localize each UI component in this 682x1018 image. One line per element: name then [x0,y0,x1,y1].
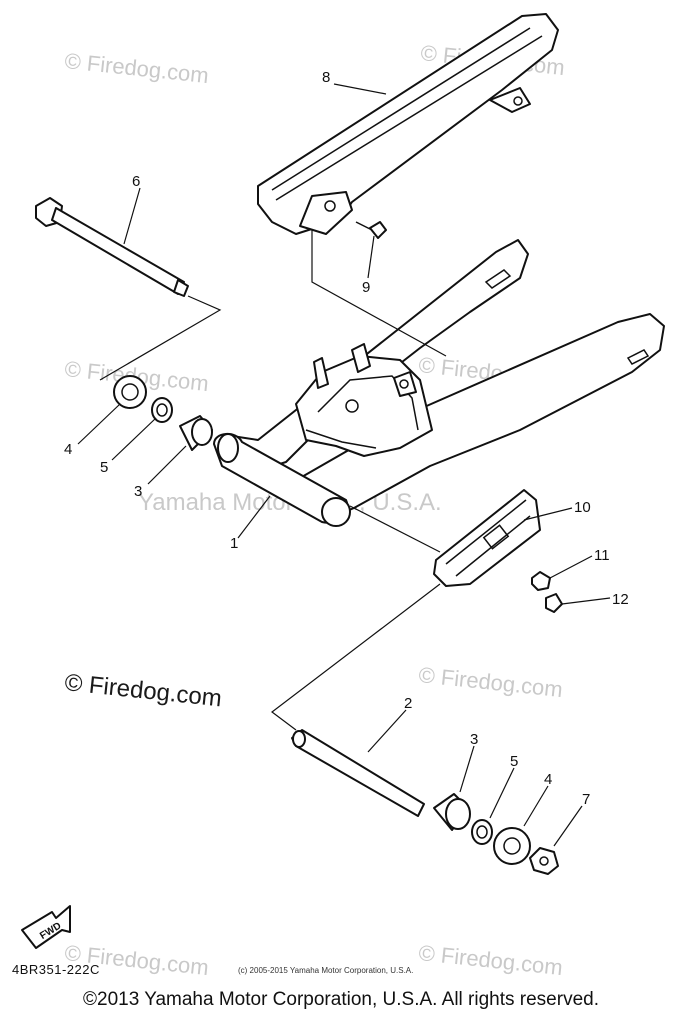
callout-label: 5 [100,459,108,476]
callout-label: 11 [594,547,610,564]
callout-label: 6 [132,173,140,190]
callout-label: 9 [362,279,370,296]
callout-label: 4 [544,771,552,788]
footer-copyright: ©2013 Yamaha Motor Corporation, U.S.A. A… [83,989,599,1010]
left-bushing-set [113,375,213,451]
fwd-arrow-icon: FWD [21,905,71,949]
callout-label: 3 [470,731,478,748]
callout-label: 4 [64,441,72,458]
callout-label: 10 [574,499,591,516]
small-copyright: (c) 2005-2015 Yamaha Motor Corporation, … [238,966,414,975]
callout-label: 12 [612,591,629,608]
callout-label: 1 [230,535,238,552]
callout-labels: 8 6 9 4 5 3 1 10 11 12 2 3 5 4 7 [64,69,629,808]
chain-slider [433,489,541,587]
callout-label: 7 [582,791,590,808]
leader-lines [77,83,611,847]
watermark-text: © Firedog.com [63,48,209,88]
chain-guard [257,13,559,235]
swingarm [213,239,665,527]
lower-shaft [291,729,425,817]
bolt [545,593,563,613]
pivot-shaft [35,197,189,297]
watermark-text: © Firedog.com [417,940,563,980]
nut [531,571,551,591]
watermark-text: © Firedog.com [417,662,563,702]
callout-label: 5 [510,753,518,770]
diagram-code: 4BR351-222C [12,962,100,977]
assembly-lines [99,230,447,731]
callout-label: 3 [134,483,142,500]
callout-label: 2 [404,695,412,712]
callout-label: 8 [322,69,330,86]
right-bushing-set [433,793,559,875]
screw-bolt [355,221,387,239]
watermark-dark-text: © Firedog.com [63,669,223,712]
